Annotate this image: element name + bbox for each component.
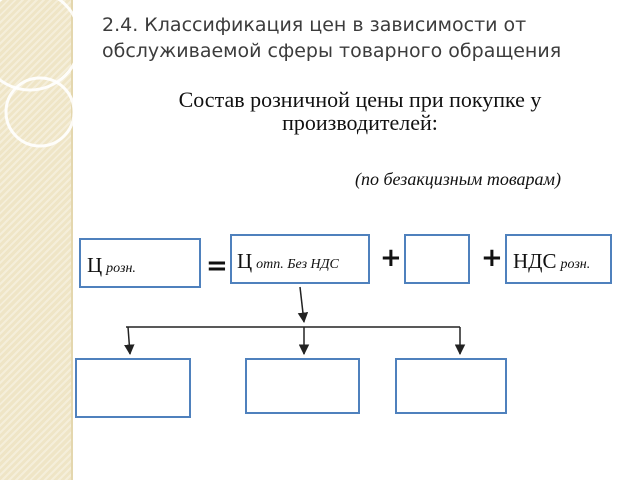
connector-down-main xyxy=(297,286,309,324)
retail-price-label: Ц розн. xyxy=(87,253,136,278)
component-box-right xyxy=(395,358,507,414)
plus-sign-1: + xyxy=(380,243,402,273)
plus-sign-2: + xyxy=(481,243,503,273)
factory-price-symbol: Ц xyxy=(237,249,253,273)
retail-price-symbol: Ц xyxy=(87,253,103,277)
connector-left xyxy=(124,326,135,356)
decorative-circles xyxy=(0,0,82,148)
factory-price-subscript: отп. Без НДС xyxy=(256,257,339,272)
component-box-middle xyxy=(245,358,360,414)
retail-vat-box: НДС розн. xyxy=(505,234,612,284)
retail-vat-subscript: розн. xyxy=(560,257,591,272)
empty-term-box xyxy=(404,234,470,284)
retail-vat-symbol: НДС xyxy=(513,249,557,273)
retail-price-subscript: розн. xyxy=(106,261,136,276)
equals-sign: = xyxy=(206,251,228,281)
component-box-left xyxy=(75,358,191,418)
retail-price-box: Ц розн. xyxy=(79,238,201,288)
slide-title: 2.4. Классификация цен в зависимости от … xyxy=(102,14,562,62)
factory-price-label: Ц отп. Без НДС xyxy=(237,249,339,274)
excise-note: (по безакцизным товарам) xyxy=(355,169,562,189)
slide-subtitle: Состав розничной цены при покупке у прои… xyxy=(178,87,542,135)
factory-price-box: Ц отп. Без НДС xyxy=(230,234,370,284)
retail-vat-label: НДС розн. xyxy=(513,249,590,274)
